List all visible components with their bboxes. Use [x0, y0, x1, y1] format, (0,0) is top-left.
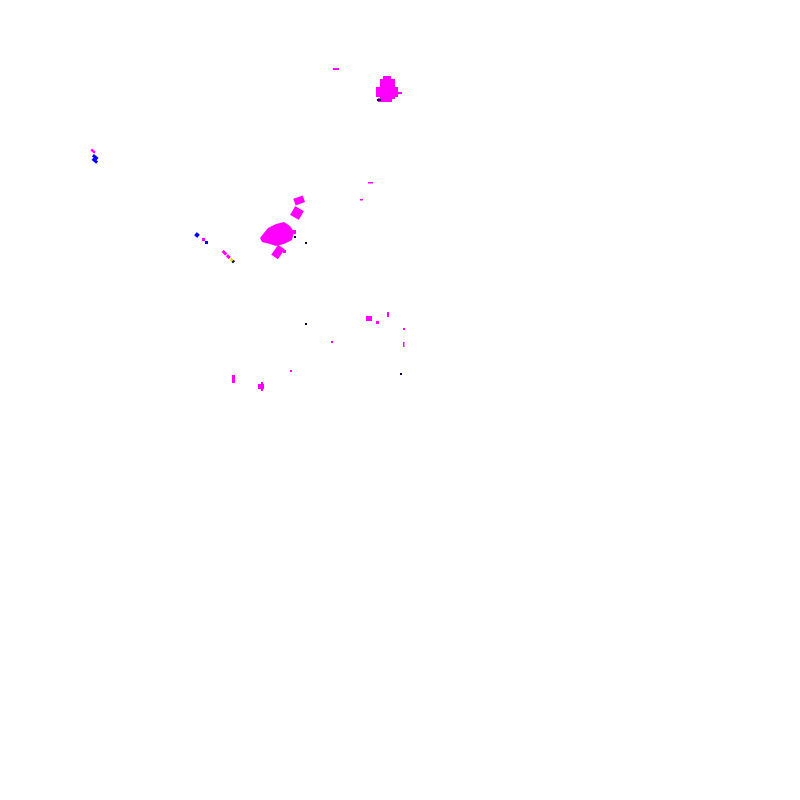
feature-small-dashes — [360, 182, 373, 201]
feature-central-cluster — [260, 195, 307, 260]
feature-upper-blob — [376, 76, 402, 102]
feature-scattered-points — [290, 312, 405, 375]
feature-mid-dashes — [194, 232, 236, 264]
feature-lower-left — [232, 375, 264, 391]
feature-top-dash — [333, 68, 339, 70]
feature-left-dashes — [90, 148, 99, 164]
